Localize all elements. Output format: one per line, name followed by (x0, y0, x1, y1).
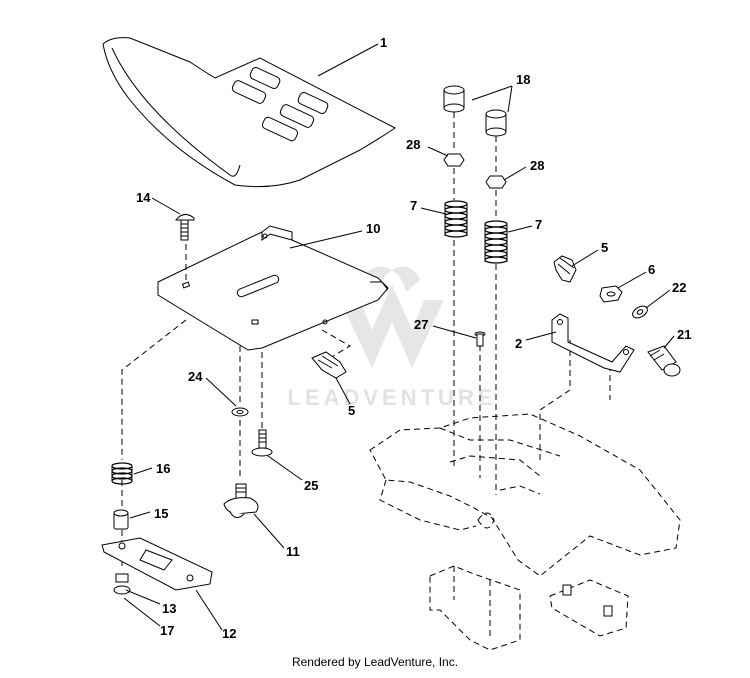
callout-22: 22 (672, 280, 686, 295)
bracket-2-part (551, 313, 635, 373)
spring-16-part (111, 462, 133, 485)
leader-lines (123, 43, 675, 631)
bolt-25-part (251, 429, 273, 457)
bolt-27-part (474, 331, 486, 347)
callout-28-left: 28 (406, 137, 420, 152)
callout-15: 15 (154, 506, 168, 521)
spring-7-right-part (484, 220, 508, 264)
callout-14: 14 (136, 190, 151, 205)
callout-18: 18 (516, 72, 530, 87)
bolt-21-part (647, 345, 681, 377)
callout-11: 11 (286, 544, 300, 559)
callout-16: 16 (156, 461, 170, 476)
callout-21: 21 (677, 327, 691, 342)
callout-25: 25 (304, 478, 318, 493)
bolt-14-part (174, 214, 195, 241)
dash-line (121, 319, 187, 460)
callout-labels: 1 18 28 28 14 10 7 7 5 6 22 27 2 21 24 5… (136, 35, 691, 641)
bushing-18-right-part (485, 109, 507, 137)
tractor-frame-outline (369, 413, 681, 651)
callout-12: 12 (222, 626, 236, 641)
callout-28-right: 28 (530, 158, 544, 173)
dash-line (539, 340, 571, 460)
nut-28-right-part (485, 175, 507, 189)
callout-6: 6 (648, 262, 655, 277)
watermark-text: LEADVENTURE (287, 385, 496, 410)
dash-line (321, 329, 351, 359)
seat-part (102, 37, 396, 188)
knob-11-part (223, 483, 259, 518)
callout-7-left: 7 (410, 198, 417, 213)
spacer-15-part (113, 509, 129, 530)
bushing-18-left-part (443, 85, 465, 113)
callout-17: 17 (160, 623, 174, 638)
callout-13: 13 (162, 601, 176, 616)
callout-5-upper: 5 (601, 240, 608, 255)
callout-7-right: 7 (535, 217, 542, 232)
callout-1: 1 (380, 35, 387, 50)
nut-28-left-part (443, 153, 465, 167)
clip-5-lower-part (311, 351, 347, 379)
callout-24: 24 (188, 369, 203, 384)
washer-22-part (632, 305, 648, 319)
plate-12-part (101, 537, 213, 591)
clip-5-upper-part (553, 255, 577, 283)
seat-pan-part (157, 225, 389, 351)
spring-7-left-part (444, 200, 468, 238)
frame-stud-part (562, 584, 613, 617)
footer-credit: Rendered by LeadVenture, Inc. (291, 655, 459, 669)
callout-27: 27 (414, 317, 428, 332)
callout-10: 10 (366, 221, 380, 236)
nut-13-part (115, 573, 129, 583)
washer-17-part (113, 585, 131, 595)
callout-2: 2 (515, 336, 522, 351)
nut-6-part (599, 285, 623, 303)
washer-24-part (231, 407, 249, 417)
callout-5-lower: 5 (348, 403, 355, 418)
